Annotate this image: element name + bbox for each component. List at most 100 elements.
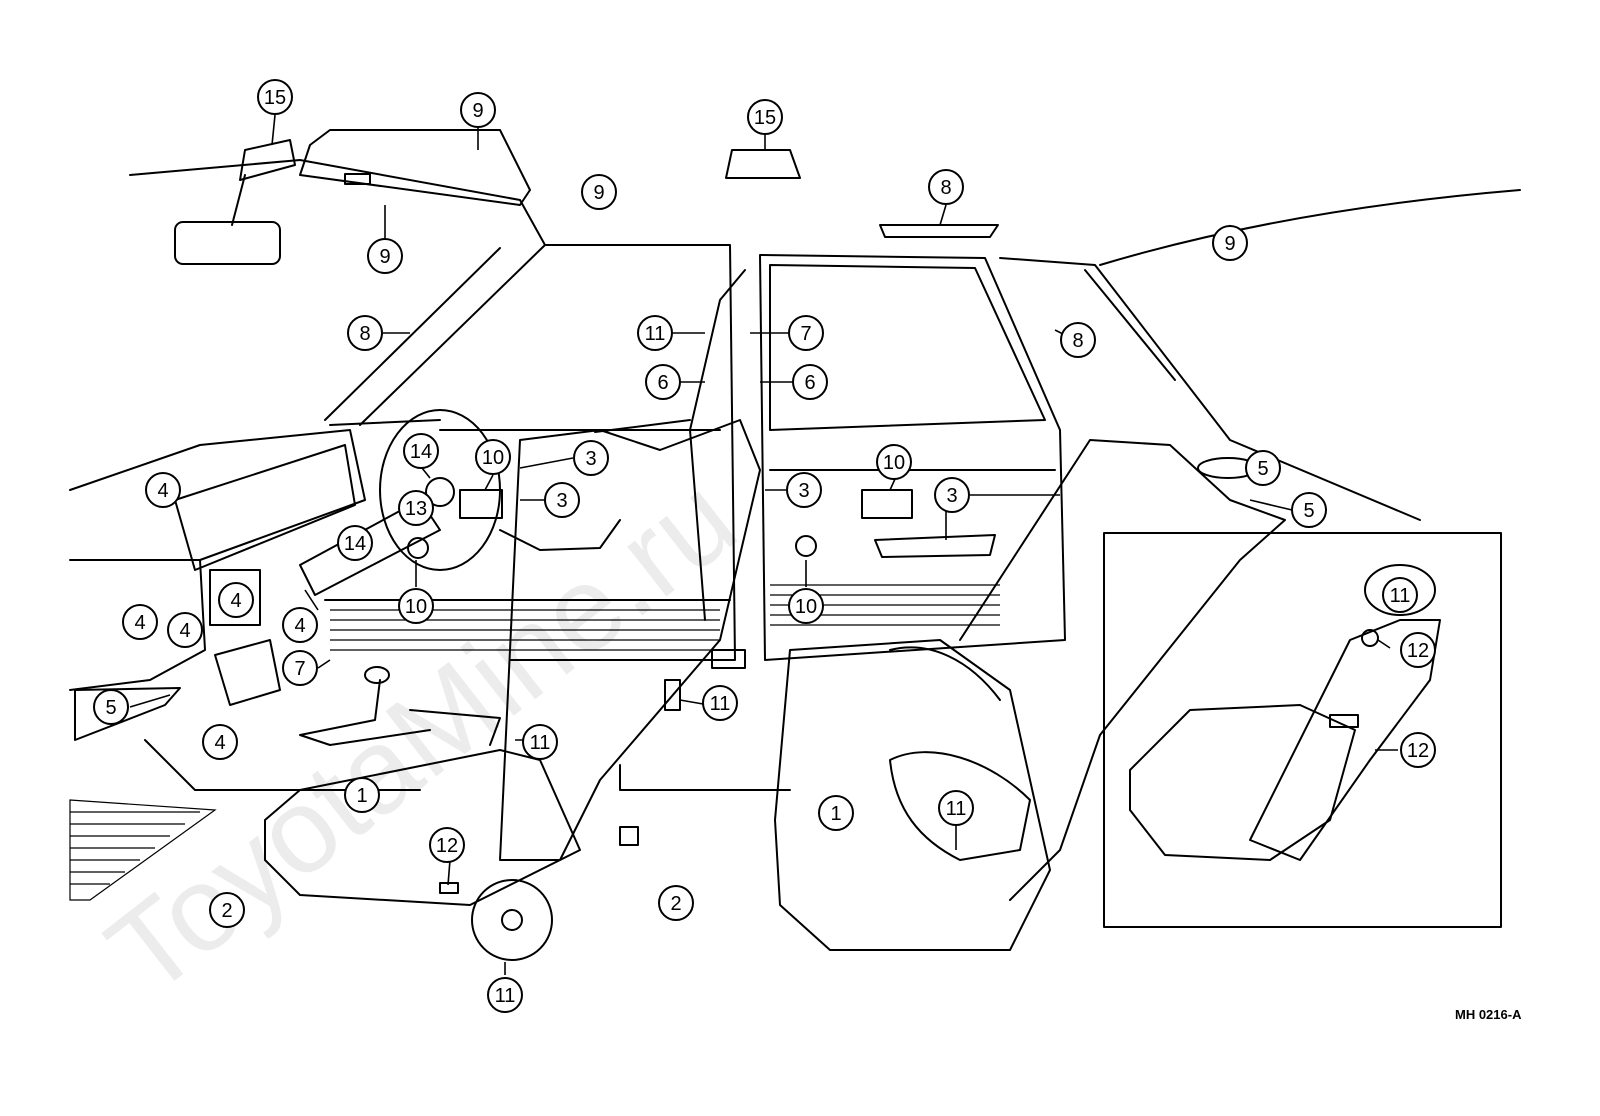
callout-number: 8 [1072, 330, 1083, 352]
callout-circle [218, 582, 254, 618]
callout-circle [282, 607, 318, 643]
callout-9: 9 [1212, 225, 1248, 261]
callout-circle [818, 795, 854, 831]
callout-number: 6 [804, 372, 815, 394]
callout-circle [347, 315, 383, 351]
callout-circle [398, 588, 434, 624]
rear-view-mirror [174, 221, 281, 265]
callout-number: 15 [264, 87, 286, 109]
callout-15: 15 [257, 79, 293, 115]
window-switch-rear [861, 489, 913, 519]
callout-circle [573, 440, 609, 476]
callout-circle [429, 827, 465, 863]
dome-lamp [239, 139, 296, 181]
callout-number: 10 [795, 596, 817, 618]
callout-circle [344, 777, 380, 813]
callout-circle [581, 174, 617, 210]
callout-circle [637, 315, 673, 351]
callout-11: 11 [938, 790, 974, 826]
room-lamp [725, 149, 801, 179]
callout-number: 3 [798, 480, 809, 502]
callout-number: 9 [1224, 233, 1235, 255]
callout-circle [786, 472, 822, 508]
front-seat-cushion [264, 749, 581, 906]
callout-11: 11 [1382, 577, 1418, 613]
callout-3: 3 [934, 477, 970, 513]
callout-12: 12 [1400, 632, 1436, 668]
callout-circle [522, 724, 558, 760]
callout-8: 8 [928, 169, 964, 205]
callout-4: 4 [202, 724, 238, 760]
callout-circle [1400, 732, 1436, 768]
callout-number: 3 [556, 490, 567, 512]
rear-seat [774, 639, 1051, 951]
callout-1: 1 [818, 795, 854, 831]
callout-7: 7 [788, 315, 824, 351]
callout-number: 3 [585, 448, 596, 470]
callout-circle [788, 588, 824, 624]
callout-circle [934, 477, 970, 513]
callout-number: 12 [436, 835, 458, 857]
callout-circle [257, 79, 293, 115]
callout-4: 4 [145, 472, 181, 508]
callout-4: 4 [282, 607, 318, 643]
callout-number: 4 [179, 620, 190, 642]
callout-12: 12 [1400, 732, 1436, 768]
callout-4: 4 [218, 582, 254, 618]
callout-number: 11 [946, 798, 967, 820]
callout-9: 9 [581, 174, 617, 210]
callout-circle [475, 439, 511, 475]
callout-11: 11 [522, 724, 558, 760]
glove-box [74, 687, 181, 741]
callout-number: 4 [157, 480, 168, 502]
callout-14: 14 [403, 433, 439, 469]
callout-number: 10 [883, 452, 905, 474]
callout-number: 9 [593, 182, 604, 204]
callout-number: 9 [472, 100, 483, 122]
callout-8: 8 [347, 315, 383, 351]
callout-number: 12 [1407, 740, 1429, 762]
instrument-cluster [174, 444, 356, 571]
callout-number: 10 [405, 596, 427, 618]
callout-number: 7 [294, 658, 305, 680]
callout-13: 13 [398, 490, 434, 526]
callout-number: 12 [1407, 640, 1429, 662]
callout-circle [1212, 225, 1248, 261]
callout-circle [122, 604, 158, 640]
callout-7: 7 [282, 650, 318, 686]
inset-headrest [1364, 564, 1436, 616]
callout-circle [876, 444, 912, 480]
callout-4: 4 [167, 612, 203, 648]
armrest [874, 534, 996, 558]
callout-15: 15 [747, 99, 783, 135]
callout-number: 8 [359, 323, 370, 345]
callout-circle [460, 92, 496, 128]
callout-14: 14 [337, 525, 373, 561]
callout-number: 11 [710, 693, 731, 715]
callout-number: 8 [940, 177, 951, 199]
callout-circle [487, 977, 523, 1013]
callout-10: 10 [398, 588, 434, 624]
callout-number: 5 [1303, 500, 1314, 522]
callout-1: 1 [344, 777, 380, 813]
callout-3: 3 [786, 472, 822, 508]
drawing-code: MH 0216-A [1455, 1007, 1522, 1022]
callout-5: 5 [1245, 450, 1281, 486]
callout-11: 11 [637, 315, 673, 351]
callout-circle [1291, 492, 1327, 528]
callout-6: 6 [792, 364, 828, 400]
callout-9: 9 [367, 238, 403, 274]
callout-number: 3 [946, 485, 957, 507]
callout-circle [747, 99, 783, 135]
steering-wheel [379, 409, 501, 571]
callout-number: 14 [344, 533, 366, 555]
callout-10: 10 [475, 439, 511, 475]
callout-number: 2 [670, 893, 681, 915]
callout-number: 5 [105, 697, 116, 719]
callout-9: 9 [460, 92, 496, 128]
callout-number: 11 [495, 985, 516, 1007]
callout-circle [403, 433, 439, 469]
callout-number: 4 [214, 732, 225, 754]
callout-3: 3 [573, 440, 609, 476]
